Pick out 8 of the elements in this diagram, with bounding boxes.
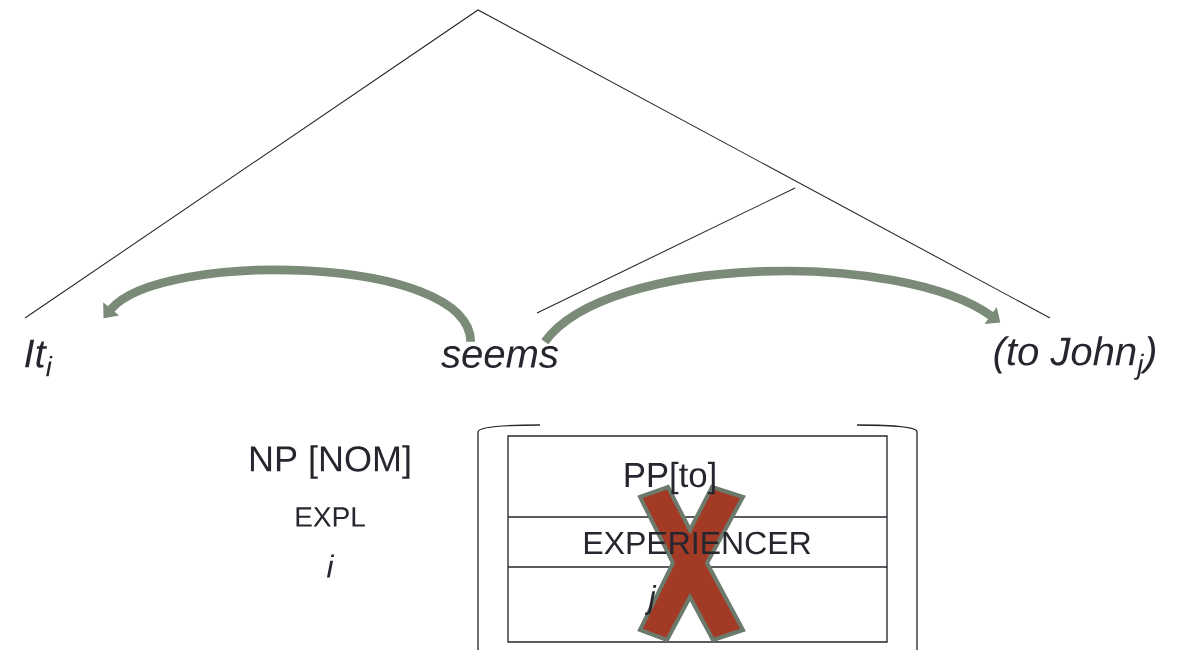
row-label: EXPL xyxy=(296,507,365,527)
word-label: (to John$_{j}$) xyxy=(994,336,1155,380)
cell-text: PP[to] xyxy=(625,461,715,495)
word-label: It$_{i}$ xyxy=(25,339,53,377)
row-label: NP [NOM] xyxy=(250,445,410,479)
curved-arrow xyxy=(103,265,475,344)
word-label: seems xyxy=(441,346,559,368)
row-label: i xyxy=(327,554,335,578)
